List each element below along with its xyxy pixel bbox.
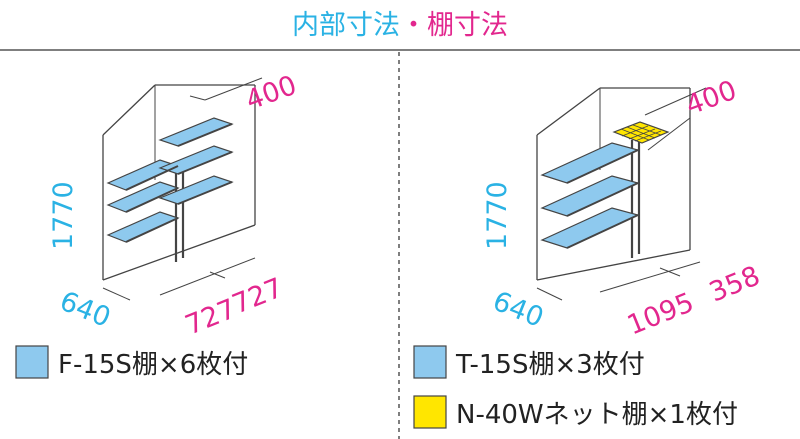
left-shelf-depth-line <box>204 77 263 101</box>
right-shelf-depth-label: 400 <box>682 75 741 122</box>
shelf-edge <box>125 165 179 191</box>
left-shed-diagram <box>102 84 256 281</box>
left-depth-line <box>102 287 131 301</box>
left-shelves <box>106 117 234 243</box>
header-title: 内部寸法・棚寸法 <box>292 10 508 41</box>
left-frame-top-left <box>102 84 156 136</box>
shelf-edge <box>177 181 233 205</box>
left-shelf-depth-tick <box>189 95 206 101</box>
right-frame-top-left <box>536 87 601 136</box>
legend-label-f15s: F-15S棚×6枚付 <box>58 350 248 380</box>
left-height-label: 1770 <box>48 181 79 250</box>
legend-swatch-n40w <box>413 395 447 429</box>
left-width-label-2: 727 <box>228 272 287 320</box>
left-dimension-lines <box>102 77 263 301</box>
net-shelf-grid <box>620 124 662 142</box>
left-frame-bottom <box>102 224 256 281</box>
left-shelf-edges <box>125 123 233 243</box>
right-shelf-depth-line-2 <box>647 117 691 151</box>
right-frame-bottom <box>536 249 691 281</box>
right-shelf-depth-line <box>644 87 707 116</box>
shelf-edge <box>125 187 179 213</box>
net-grid-line <box>620 128 650 141</box>
legend-swatch-f15s <box>15 345 49 379</box>
net-shelf <box>612 121 670 144</box>
left-width-line <box>159 257 256 296</box>
left-depth-label: 640 <box>55 286 114 334</box>
shelf-edge <box>177 123 233 147</box>
header-separator: ・ <box>400 10 427 41</box>
legend-label-t15s: T-15S棚×3枚付 <box>455 350 645 380</box>
shelf-edge <box>125 217 179 243</box>
shelf-left-col-3 <box>106 211 180 243</box>
left-shelf-depth-label: 400 <box>242 70 301 117</box>
header-title-part2: 棚寸法 <box>427 10 508 41</box>
right-width-label-2: 358 <box>705 260 764 308</box>
net-grid-line <box>621 125 649 137</box>
right-depth-label: 640 <box>488 286 547 334</box>
right-shelf-2 <box>540 175 640 217</box>
shelf-edge <box>566 214 639 249</box>
right-height-label: 1770 <box>482 181 513 250</box>
header-title-part1: 内部寸法 <box>292 10 400 41</box>
right-dimension-lines <box>536 87 707 301</box>
right-depth-line <box>536 287 563 301</box>
shelf-edge <box>566 149 639 184</box>
right-width-label-1: 1095 <box>623 287 698 341</box>
net-grid-line <box>632 124 662 136</box>
right-width-line <box>599 261 701 293</box>
right-shelf-1 <box>540 142 640 184</box>
legend-swatch-t15s <box>413 345 447 379</box>
right-width-tick <box>659 267 681 277</box>
legend-label-n40w: N-40Wネット棚×1枚付 <box>456 400 738 430</box>
net-grid-line <box>626 126 656 139</box>
shelf-edge <box>177 151 233 175</box>
net-grid-line <box>628 128 656 140</box>
right-shelf-3 <box>540 207 640 249</box>
right-shelves <box>540 142 640 249</box>
shelf-edge <box>566 182 639 217</box>
shelf-right-col-1 <box>158 117 234 147</box>
net-grid-line <box>634 130 662 142</box>
right-shelf-edges <box>566 149 639 249</box>
left-width-tick <box>209 271 226 279</box>
